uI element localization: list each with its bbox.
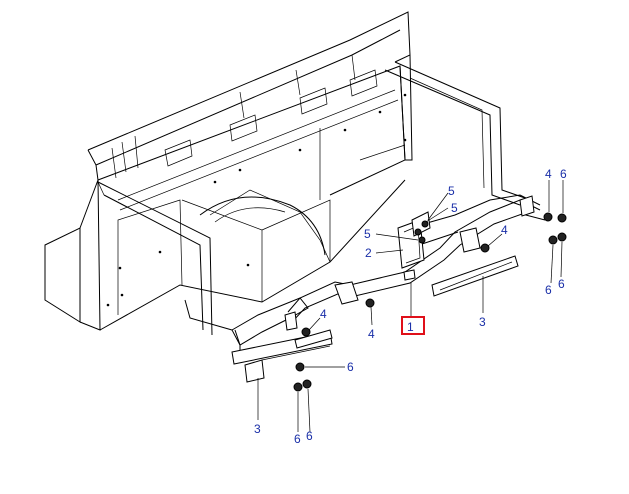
callout-4-b[interactable]: 4: [368, 327, 375, 341]
callout-1[interactable]: 1: [407, 320, 414, 334]
chassis-frame: [231, 194, 546, 355]
callout-6-d[interactable]: 6: [347, 360, 354, 374]
callout-5-a[interactable]: 5: [448, 184, 455, 198]
callout-labels: 1 2 3 3 4 4 4 4 5 5 5 6 6 6 6 6 6: [254, 167, 567, 446]
callout-5-c[interactable]: 5: [364, 227, 371, 241]
callout-6-e[interactable]: 6: [294, 432, 301, 446]
callout-6-f[interactable]: 6: [306, 429, 313, 443]
callout-4-d[interactable]: 4: [545, 167, 552, 181]
callout-3-right[interactable]: 3: [479, 315, 486, 329]
fasteners: [293, 212, 567, 392]
callout-6-b[interactable]: 6: [545, 283, 552, 297]
body-holes: [106, 93, 407, 307]
callout-5-b[interactable]: 5: [451, 201, 458, 215]
callout-4-a[interactable]: 4: [320, 307, 327, 321]
vehicle-body-outline: [44, 11, 526, 336]
callout-2[interactable]: 2: [365, 246, 372, 260]
leader-lines: [257, 180, 564, 433]
lower-cross-beam-right: [431, 255, 519, 297]
callout-3-left[interactable]: 3: [254, 422, 261, 436]
callout-6-a[interactable]: 6: [560, 167, 567, 181]
lower-cross-beam-left: [231, 329, 333, 383]
callout-6-c[interactable]: 6: [558, 277, 565, 291]
callout-1-highlight-box: [401, 316, 425, 335]
callout-4-c[interactable]: 4: [501, 223, 508, 237]
